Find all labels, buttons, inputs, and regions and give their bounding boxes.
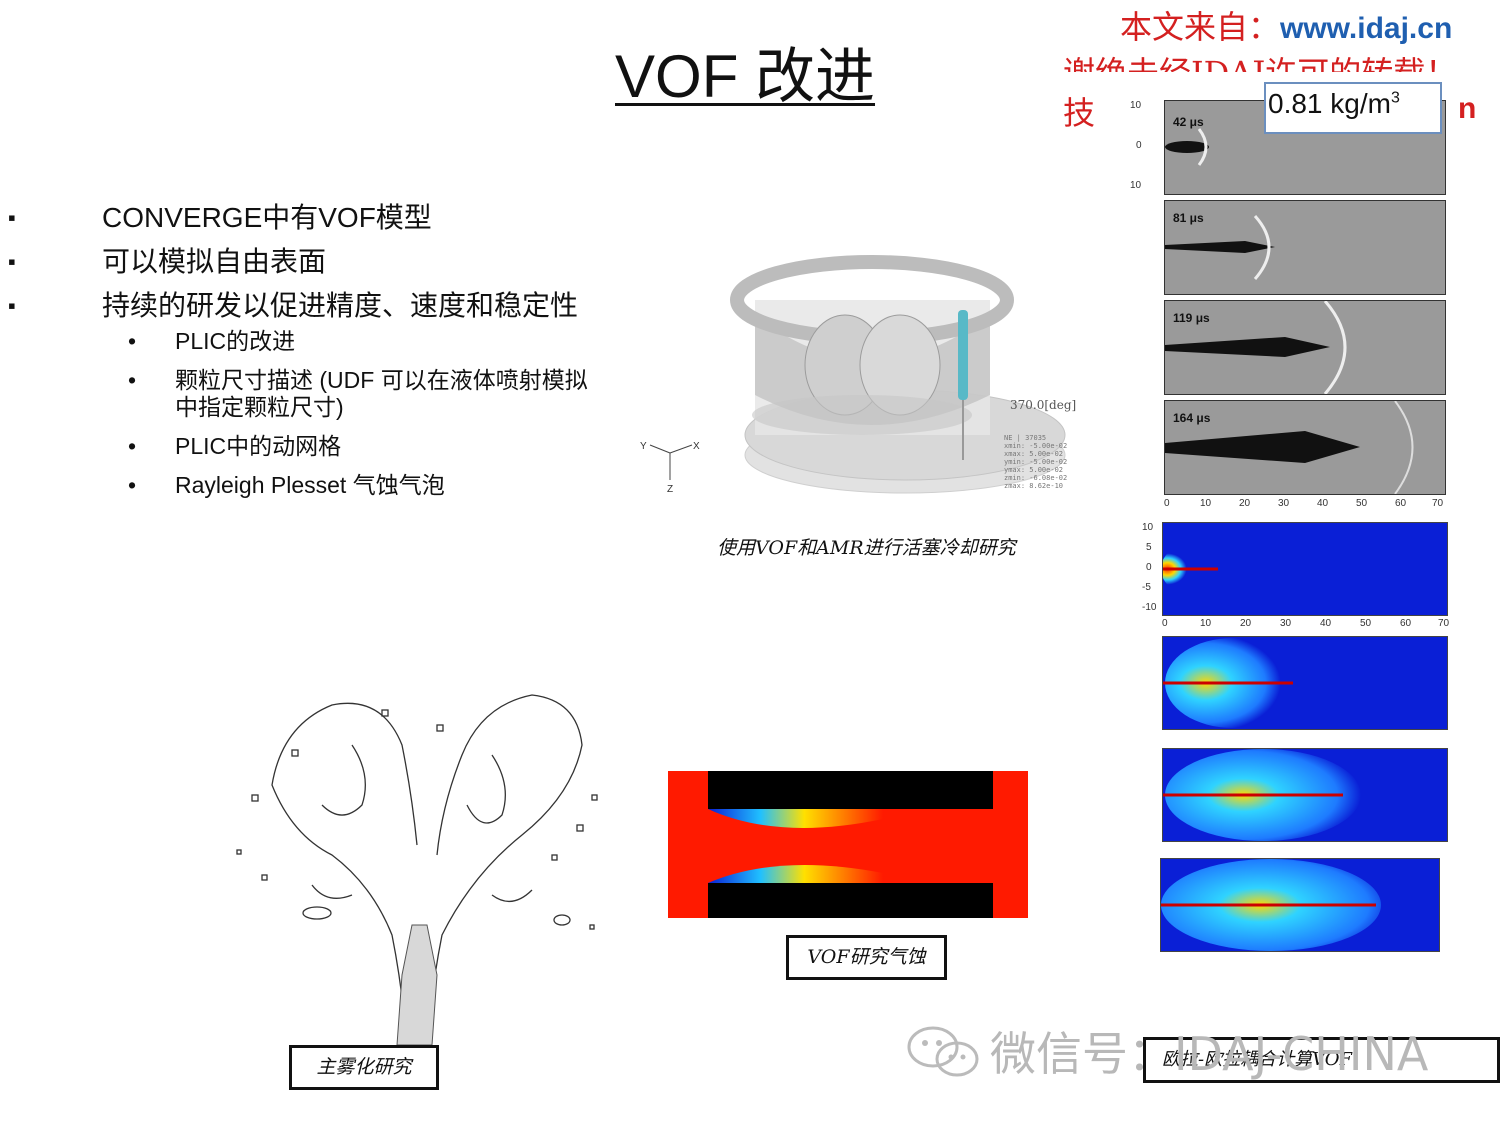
contour-y-axis-ticks: 10 5 0 -5 -10 <box>1142 522 1160 616</box>
sub-bullet-item: 颗粒尺寸描述 (UDF 可以在液体喷射模拟中指定颗粒尺寸) <box>128 367 595 421</box>
axis-x-label: X <box>693 441 700 452</box>
sub-bullet-item: Rayleigh Plesset 气蚀气泡 <box>128 472 595 499</box>
main-bullet-list: CONVERGE中有VOF模型 可以模拟自由表面 持续的研发以促进精度、速度和稳… <box>8 196 578 328</box>
tick-label: 40 <box>1317 498 1329 509</box>
contour-frame <box>1161 522 1448 616</box>
watermark-line3-left: 技 <box>1063 94 1096 132</box>
frame-time-label: 119 μs <box>1173 311 1210 325</box>
contour-x-axis-ticks: 0 10 20 30 40 50 60 70 <box>1162 618 1462 632</box>
spray-frame: 119 μs <box>1164 300 1446 395</box>
mesh-stat: zmax: 8.62e-10 <box>1004 482 1063 490</box>
atomization-render <box>236 694 598 1045</box>
mesh-stat: xmax: 5.00e-02 <box>1004 450 1063 458</box>
eulerian-caption: 欧拉-欧拉耦合计算VOF <box>1143 1037 1500 1083</box>
bullet-item: CONVERGE中有VOF模型 <box>8 196 578 240</box>
cavitation-render <box>668 771 1028 918</box>
bullet-item: 可以模拟自由表面 <box>8 240 578 284</box>
wechat-id: 微信号：IDAJ-CHINA <box>990 1027 1429 1081</box>
frame-time-label: 42 μs <box>1173 115 1204 129</box>
tick-label: 40 <box>1320 618 1332 629</box>
mesh-stat: NE | 37035 <box>1004 434 1046 442</box>
tick-label: 0 <box>1136 140 1142 151</box>
atomization-caption: 主雾化研究 <box>289 1045 439 1090</box>
tick-label: 50 <box>1360 618 1372 629</box>
tick-label: 0 <box>1146 562 1152 573</box>
sub-bullet-item: PLIC的改进 <box>128 328 595 355</box>
tick-label: 20 <box>1239 498 1251 509</box>
wechat-icon <box>907 1026 979 1077</box>
piston-render: 370.0[deg] NE | 37035 xmin: -5.00e-02 xm… <box>640 255 1076 495</box>
spray-shadowgraph-panel: 42 μs 81 μs 119 μs 164 μs 10 0 10 0 10 2… <box>1130 95 1480 515</box>
tick-label: 10 <box>1200 498 1212 509</box>
tick-label: 50 <box>1356 498 1368 509</box>
axis-y-label: Y <box>640 441 647 452</box>
tick-label: 30 <box>1280 618 1292 629</box>
spray-frame: 81 μs <box>1164 200 1446 295</box>
tick-label: 20 <box>1240 618 1252 629</box>
x-axis-ticks: 0 10 20 30 40 50 60 70 <box>1164 498 1464 512</box>
tick-label: 10 <box>1200 618 1212 629</box>
watermark-url[interactable]: www.idaj.cn <box>1280 12 1453 45</box>
tick-label: -10 <box>1142 602 1157 613</box>
density-label-box: 0.81 kg/m3 <box>1264 82 1442 134</box>
watermark-notice: 谢绝未经IDAJ许可的转载！ <box>1063 48 1457 72</box>
frame-time-label: 81 μs <box>1173 211 1204 225</box>
tick-label: 5 <box>1146 542 1152 553</box>
tick-label: 0 <box>1162 618 1168 629</box>
mesh-stat: zmin: -6.08e-02 <box>1004 474 1067 482</box>
watermark-line3-right: n <box>1458 92 1477 125</box>
tick-label: 0 <box>1164 498 1170 509</box>
mesh-stat: xmin: -5.00e-02 <box>1004 442 1067 450</box>
cavitation-caption: VOF研究气蚀 <box>786 935 947 980</box>
watermark-source: 本文来自：www.idaj.cn <box>1120 2 1452 48</box>
density-unit-exponent: 3 <box>1390 89 1400 107</box>
tick-label: 10 <box>1130 180 1142 191</box>
frame-time-label: 164 μs <box>1173 411 1211 425</box>
mesh-stat: ymax: 5.00e-02 <box>1004 466 1063 474</box>
crank-angle-label: 370.0[deg] <box>1010 398 1076 412</box>
y-axis-ticks: 10 0 10 <box>1130 100 1160 500</box>
axis-triad-icon <box>649 444 693 480</box>
tick-label: -5 <box>1142 582 1151 593</box>
tick-label: 70 <box>1438 618 1450 629</box>
tick-label: 60 <box>1395 498 1407 509</box>
sub-bullet-list: PLIC的改进 颗粒尺寸描述 (UDF 可以在液体喷射模拟中指定颗粒尺寸) PL… <box>128 328 595 511</box>
tick-label: 70 <box>1432 498 1444 509</box>
density-value: 0.81 kg/m <box>1268 88 1391 119</box>
watermark-prefix: 本文来自： <box>1120 8 1281 46</box>
page-title: VOF 改进 <box>615 43 876 110</box>
contour-frame <box>1162 748 1448 842</box>
mesh-stat: ymin: -5.00e-02 <box>1004 458 1067 466</box>
piston-caption: 使用VOF和AMR进行活塞冷却研究 <box>717 537 1016 559</box>
sub-bullet-item: PLIC中的动网格 <box>128 433 595 460</box>
tick-label: 10 <box>1142 522 1154 533</box>
tick-label: 30 <box>1278 498 1290 509</box>
tick-label: 10 <box>1130 100 1142 111</box>
spray-frame: 164 μs <box>1164 400 1446 495</box>
tick-label: 60 <box>1400 618 1412 629</box>
contour-frame <box>1160 858 1440 952</box>
axis-z-label: Z <box>667 484 673 495</box>
bullet-item: 持续的研发以促进精度、速度和稳定性 <box>8 284 578 328</box>
contour-frame <box>1162 636 1448 730</box>
